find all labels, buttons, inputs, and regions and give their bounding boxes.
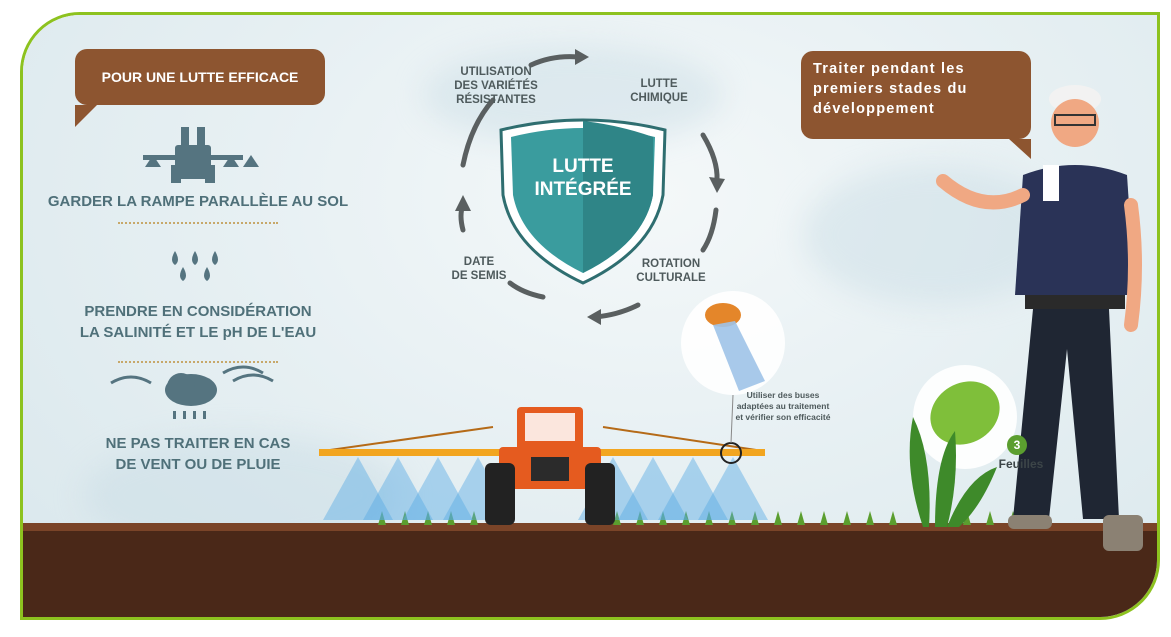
callout-line-text: et vérifier son efficacité <box>735 412 831 422</box>
cycle-arrowheads <box>455 49 725 325</box>
wind-rain-cloud-icon <box>110 365 274 419</box>
soil <box>23 527 1157 617</box>
label-line: ROTATION <box>641 258 701 270</box>
cycle-arrow <box>507 280 546 300</box>
water-drops-icon <box>172 251 218 281</box>
leaf-icon <box>930 381 1000 445</box>
callout-line <box>730 394 734 444</box>
shield-line: INTÉGRÉE <box>534 179 632 200</box>
speech-bubble: Traiter pendant les premiers stades du d… <box>801 51 1031 159</box>
label-line: CULTURALE <box>636 272 706 284</box>
arrowhead <box>455 195 471 211</box>
label-line: DE SEMIS <box>451 270 507 282</box>
tractor-boom-icon <box>143 127 259 183</box>
header-bubble: POUR UNE LUTTE EFFICACE <box>75 49 325 127</box>
shield-shade <box>583 121 653 273</box>
tip-line: DE VENT OU DE PLUIE <box>115 456 281 473</box>
shield-line: LUTTE <box>552 156 614 177</box>
cycle-arrow <box>700 132 720 183</box>
label-line: RÉSISTANTES <box>456 94 536 106</box>
shield-title: LUTTE INTÉGRÉE <box>513 155 653 201</box>
tractor <box>485 407 615 525</box>
infographic-frame: POUR UNE LUTTE EFFICACE GARDER LA RAMPE … <box>20 12 1160 620</box>
cycle-arrow <box>460 97 496 168</box>
tip-weather: NE PAS TRAITER EN CAS DE VENT OU DE PLUI… <box>43 433 353 475</box>
nozzle-callout-text: Utiliser des buses adaptées au traitemen… <box>713 390 853 423</box>
callout-line-text: Utiliser des buses <box>746 390 820 400</box>
tip-boom-parallel: GARDER LA RAMPE PARALLÈLE AU SOL <box>43 191 353 212</box>
label-line: UTILISATION <box>460 66 532 78</box>
speech-line: Traiter pendant les <box>813 61 965 77</box>
arrowhead <box>587 309 601 325</box>
farmer-illustration <box>936 85 1143 551</box>
callout-line-text: adaptées au traitement <box>736 401 830 411</box>
cycle-label-sowing-date: DATE DE SEMIS <box>439 255 519 283</box>
tip-divider <box>118 222 278 224</box>
arrowhead <box>575 49 589 65</box>
tip-water-quality: PRENDRE EN CONSIDÉRATION LA SALINITÉ ET … <box>43 301 353 343</box>
speech-line: développement <box>813 101 935 117</box>
cycle-arrows <box>458 54 720 320</box>
tip-divider <box>118 361 278 363</box>
label-line: CHIMIQUE <box>630 92 688 104</box>
label-line: DES VARIÉTÉS <box>454 80 538 92</box>
label-line: LUTTE <box>640 78 678 90</box>
soil-top <box>23 523 1157 531</box>
label-line: DATE <box>463 256 495 268</box>
header-text: POUR UNE LUTTE EFFICACE <box>101 69 299 85</box>
nozzle-icon <box>705 303 765 391</box>
arrowhead <box>709 177 725 193</box>
cycle-label-rotation: ROTATION CULTURALE <box>621 257 721 285</box>
cycle-arrow <box>700 207 719 253</box>
scene-illustration <box>23 49 1157 617</box>
tip-line: NE PAS TRAITER EN CAS <box>105 435 291 452</box>
young-plant <box>909 417 997 527</box>
tip-line: PRENDRE EN CONSIDÉRATION <box>84 303 312 320</box>
cycle-label-chemical: LUTTE CHIMIQUE <box>619 77 699 105</box>
cycle-arrow <box>592 302 641 320</box>
leaf-count-label: Feuilles <box>998 457 1044 471</box>
tip-line: LA SALINITÉ ET LE pH DE L'EAU <box>79 324 317 341</box>
speech-line: premiers stades du <box>813 81 968 97</box>
leaf-count-badge: 3 <box>1007 435 1027 455</box>
cycle-label-resistant-varieties: UTILISATION DES VARIÉTÉS RÉSISTANTES <box>431 65 561 107</box>
cycle-arrow <box>528 54 581 68</box>
tip-line: GARDER LA RAMPE PARALLÈLE AU SOL <box>47 193 349 210</box>
